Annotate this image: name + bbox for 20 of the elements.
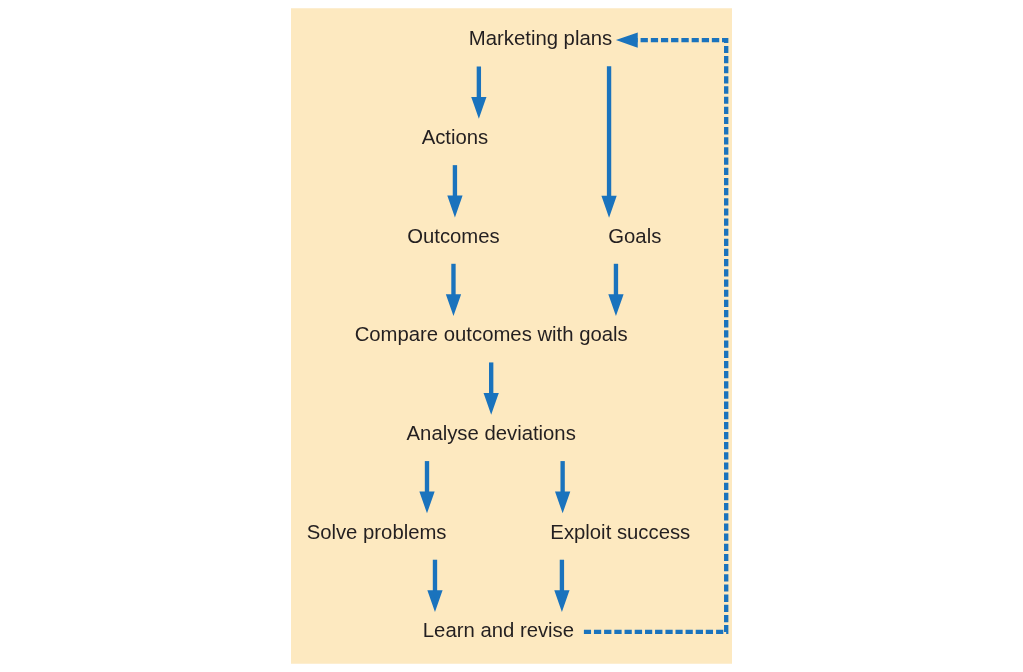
arrow [583,32,729,635]
node-text: Analyse deviations [406,422,576,445]
arrow [601,66,617,218]
arrow [427,559,443,612]
arrow [471,66,487,119]
node-text: Outcomes [407,224,500,247]
node-text: Actions [421,126,489,149]
arrow [483,362,499,415]
arrow [554,559,570,612]
node-text: Goals [608,224,662,247]
arrow [445,263,462,317]
node-text: Solve problems [306,520,447,543]
node-text: Marketing plans [468,27,613,50]
arrow [419,461,435,514]
node-text: Exploit success [550,520,691,543]
arrow [555,461,571,514]
node-text: Learn and revise [422,619,575,642]
node-text: Compare outcomes with goals [354,323,628,346]
arrow [608,263,624,317]
arrow [447,165,463,218]
